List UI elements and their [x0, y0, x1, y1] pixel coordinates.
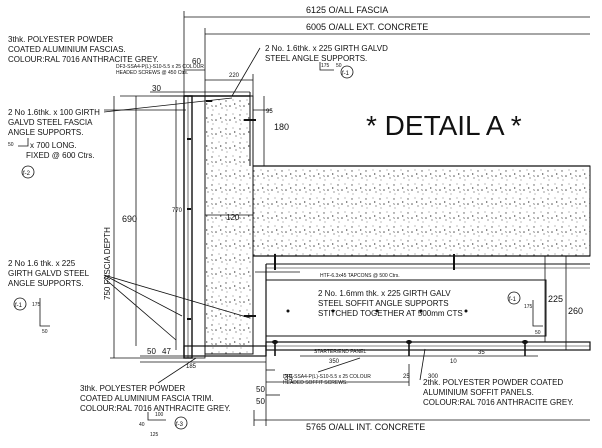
key-50-right: 50 [535, 330, 541, 336]
tag-f1-top: f-1 [342, 71, 350, 77]
svg-text:3thk. POLYESTER POWDER: 3thk. POLYESTER POWDER [80, 384, 185, 393]
dim-35: 35 [284, 373, 293, 382]
dim-300: 300 [428, 374, 439, 380]
svg-text:DF3-SSA4-P(L)-S10-5.5 x 25 COL: DF3-SSA4-P(L)-S10-5.5 x 25 COLOUR [283, 374, 371, 380]
note-screws-top: DF3-SSA4-P(L)-S10-5.5 x 25 COLOUR HEADED… [116, 64, 204, 76]
svg-text:HEADED SCREWS @ 450 Ctrs.: HEADED SCREWS @ 450 Ctrs. [116, 70, 188, 76]
key-50-mid: 50 [42, 329, 48, 335]
key-50-f2: 50 [8, 142, 14, 148]
svg-text:3thk. POLYESTER POWDER: 3thk. POLYESTER POWDER [8, 35, 113, 44]
dim-185: 185 [186, 364, 197, 370]
key-40: 40 [139, 422, 145, 428]
note-fascia-trim: 3thk. POLYESTER POWDER COATED ALUMINIUM … [80, 384, 231, 413]
key-175-top: 175 [321, 63, 330, 69]
key-175-right: 175 [524, 304, 533, 310]
svg-text:ANGLE SUPPORTS.: ANGLE SUPPORTS. [8, 279, 83, 288]
dim-fascia-depth: 750 FASCIA DEPTH [103, 227, 112, 300]
soffit-angle-box [265, 279, 547, 337]
dim-50b: 50 [256, 385, 265, 394]
dim-180: 180 [274, 122, 289, 132]
svg-text:ANGLE SUPPORTS.: ANGLE SUPPORTS. [8, 128, 83, 137]
tag-f1-mid: f-1 [15, 303, 23, 309]
note-soffit-screws: DF3-SSA4-P(L)-S10-5.5 x 25 COLOUR HEADED… [283, 374, 371, 386]
note-tapcons: HTF-6.3x45 TAPCONS @ 500 Ctrs. [320, 273, 400, 279]
dim-120: 120 [226, 213, 240, 222]
svg-text:COLOUR:RAL 7016 ANTHRACITE GRE: COLOUR:RAL 7016 ANTHRACITE GREY. [8, 55, 159, 64]
note-fascia-angle: 2 No 1.6thk. x 100 GIRTH GALVD STEEL FAS… [8, 108, 100, 137]
svg-text:2thk. POLYESTER POWDER COATED: 2thk. POLYESTER POWDER COATED [423, 378, 563, 387]
note-angle-mid: 2 No 1.6 thk. x 225 GIRTH GALVD STEEL AN… [8, 259, 90, 288]
dim-60: 60 [192, 57, 201, 66]
key-50-top: 50 [336, 63, 342, 69]
note-fascia-top-left: 3thk. POLYESTER POWDER COATED ALUMINIUM … [8, 35, 159, 64]
key-175-mid: 175 [32, 302, 41, 308]
note-soffit-panels: 2thk. POLYESTER POWDER COATED ALUMINIUM … [423, 378, 574, 407]
svg-text:2 No. 1.6thk. x 225 GIRTH GALV: 2 No. 1.6thk. x 225 GIRTH GALVD [265, 44, 388, 53]
dim-50a: 50 [147, 347, 156, 356]
svg-text:2 No. 1.6mm thk. x 225 GIRTH G: 2 No. 1.6mm thk. x 225 GIRTH GALV [318, 289, 451, 298]
svg-text:GALVD STEEL FASCIA: GALVD STEEL FASCIA [8, 118, 93, 127]
dim-690: 690 [122, 214, 137, 224]
dim-350: 350 [329, 359, 340, 365]
svg-text:2 No 1.6thk. x 100 GIRTH: 2 No 1.6thk. x 100 GIRTH [8, 108, 100, 117]
note-angle-top: 2 No. 1.6thk. x 225 GIRTH GALVD STEEL AN… [265, 44, 388, 63]
note-soffit-angle: 2 No. 1.6mm thk. x 225 GIRTH GALV STEEL … [318, 289, 463, 318]
dim-25: 25 [403, 374, 410, 380]
svg-text:GIRTH GALVD STEEL: GIRTH GALVD STEEL [8, 269, 90, 278]
svg-text:COATED ALUMINIUM FASCIA TRIM.: COATED ALUMINIUM FASCIA TRIM. [80, 394, 214, 403]
svg-text:STITCHED TOGETHER AT 500mm CTS: STITCHED TOGETHER AT 500mm CTS [318, 309, 463, 318]
tag-f2: f-2 [23, 171, 31, 177]
dim-overall-fascia: 6125 O/ALL FASCIA [306, 5, 388, 15]
dim-225: 225 [548, 294, 563, 304]
key-100: 100 [155, 412, 164, 418]
concrete-upstand [204, 95, 254, 355]
dim-260: 260 [568, 306, 583, 316]
dim-95: 95 [266, 109, 273, 115]
svg-text:COLOUR:RAL 7016 ANTHRACITE GRE: COLOUR:RAL 7016 ANTHRACITE GREY. [423, 398, 574, 407]
dim-220: 220 [229, 73, 240, 79]
tag-f1-right: f-1 [509, 297, 517, 303]
svg-text:FIXED @ 600 Ctrs.: FIXED @ 600 Ctrs. [26, 151, 95, 160]
svg-text:DF3-SSA4-P(L)-S10-5.5 x 25 COL: DF3-SSA4-P(L)-S10-5.5 x 25 COLOUR [116, 64, 204, 70]
svg-text:ALUMINIUM SOFFIT PANELS.: ALUMINIUM SOFFIT PANELS. [423, 388, 534, 397]
svg-text:2 No 1.6 thk. x 225: 2 No 1.6 thk. x 225 [8, 259, 76, 268]
svg-text:COLOUR:RAL 7016 ANTHRACITE GRE: COLOUR:RAL 7016 ANTHRACITE GREY. [80, 404, 231, 413]
note-starter: STARTER/END PANEL [314, 349, 366, 355]
detail-title: * DETAIL A * [366, 110, 522, 141]
dim-770: 770 [172, 208, 183, 214]
dim-overall-ext-concrete: 6005 O/ALL EXT. CONCRETE [306, 22, 428, 32]
tag-f3: f-3 [176, 422, 184, 428]
dim-50c: 50 [256, 397, 265, 406]
dim-overall-int-concrete: 5765 O/ALL INT. CONCRETE [306, 422, 425, 432]
note-x700: x 700 LONG. FIXED @ 600 Ctrs. [26, 141, 95, 160]
svg-text:COATED ALUMINIUM FASCIAS.: COATED ALUMINIUM FASCIAS. [8, 45, 126, 54]
dim-47: 47 [162, 347, 171, 356]
concrete-slab [252, 165, 591, 257]
svg-text:STEEL ANGLE SUPPORTS.: STEEL ANGLE SUPPORTS. [265, 54, 367, 63]
svg-text:STEEL SOFFIT ANGLE SUPPORTS: STEEL SOFFIT ANGLE SUPPORTS [318, 299, 449, 308]
dim-30: 30 [152, 84, 161, 93]
key-125: 125 [150, 432, 159, 438]
svg-text:x 700 LONG.: x 700 LONG. [30, 141, 77, 150]
dim-35b: 35 [478, 350, 485, 356]
svg-text:HEADED SOFFIT SCREWS.: HEADED SOFFIT SCREWS. [283, 380, 348, 386]
dim-10: 10 [450, 359, 457, 365]
